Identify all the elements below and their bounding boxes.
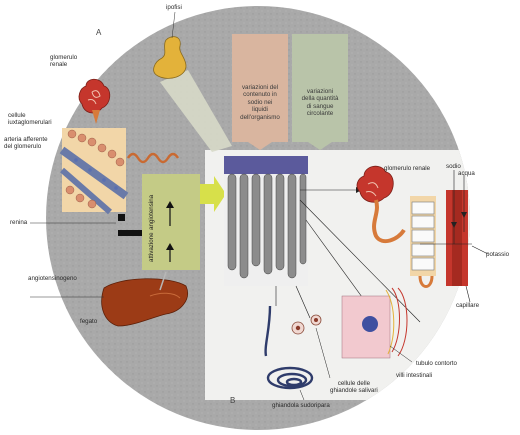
- label-arteria: arteria afferente del glomerulo: [4, 136, 48, 151]
- label-acqua: acqua: [458, 170, 475, 177]
- section-b: B: [230, 396, 236, 405]
- box-sodio-text: variazioni del contenuto in sodio nei li…: [240, 84, 280, 121]
- ipofisi-beam: [160, 70, 232, 152]
- label-angiotensinogeno: angiotensinogeno: [28, 275, 77, 282]
- angio-arrow: [200, 176, 226, 212]
- villi-panel: [224, 156, 308, 286]
- box-sangue: [292, 34, 348, 150]
- sweat-gland: [264, 305, 314, 390]
- renin-dot: [118, 214, 125, 221]
- salivary-cells: [291, 314, 322, 335]
- label-cellule-iuxta: cellule iuxtaglomerulari: [8, 112, 52, 127]
- renin-arrow: [118, 230, 146, 236]
- ipofisi-gland: [153, 36, 187, 79]
- label-ipofisi: ipofisi: [166, 4, 182, 11]
- label-glomerulo-right: glomerulo renale: [384, 165, 431, 172]
- renin-coil: [126, 152, 180, 164]
- box-sangue-text: variazioni della quantità di sangue circ…: [301, 88, 339, 118]
- label-angiotensina: angiotensina: [148, 194, 155, 230]
- label-tubulo: tubulo contorto: [416, 360, 457, 367]
- label-villi: villi intestinali: [396, 372, 433, 379]
- iuxta-cells: [59, 128, 129, 215]
- label-ghiandola-sudoripara: ghiandola sudoripara: [272, 402, 330, 409]
- glomerulus-left: [78, 78, 111, 124]
- label-potassio: potassio: [486, 251, 510, 258]
- label-renina: renina: [10, 219, 28, 226]
- label-cellule-ghiandole: cellule delle ghiandole salivari: [330, 380, 378, 395]
- angio-panel: [142, 174, 200, 270]
- liver: [101, 278, 188, 327]
- glomerulus-right: [356, 165, 406, 244]
- label-glomerulo-left: glomerulo renale: [50, 54, 78, 69]
- label-fegato: fegato: [80, 318, 98, 325]
- label-attivazione: attivazione: [148, 232, 155, 262]
- box-sodio: [232, 34, 288, 150]
- villus-detail: [341, 287, 408, 359]
- label-capillare: capillare: [456, 302, 480, 309]
- label-sodio: sodio: [446, 163, 461, 170]
- section-a: A: [96, 28, 102, 37]
